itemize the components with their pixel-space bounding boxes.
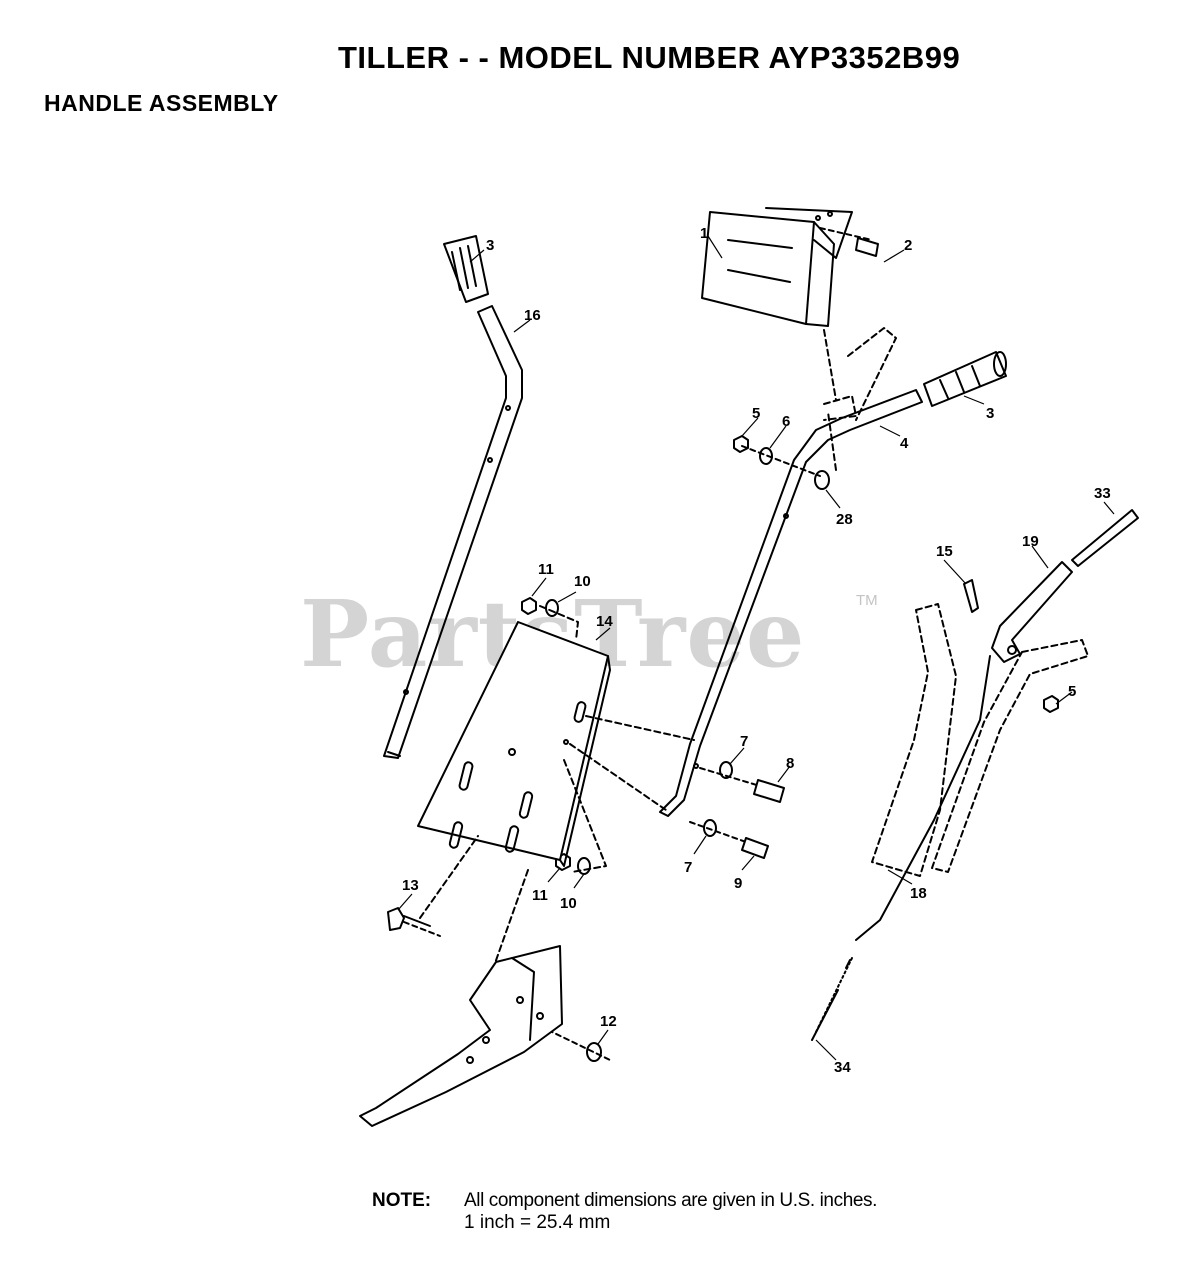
callout-11-lower: 11 <box>532 887 548 904</box>
hardware-washers <box>521 435 1059 1062</box>
callout-16: 16 <box>524 307 541 324</box>
left-handle-tube <box>383 305 523 759</box>
right-handle-grip <box>923 351 1007 407</box>
callout-12: 12 <box>600 1013 617 1030</box>
callout-18: 18 <box>910 885 927 902</box>
handle-ghost-outline <box>823 327 897 421</box>
right-handle-tube <box>659 389 923 817</box>
note-label: NOTE: <box>372 1190 432 1211</box>
handle-ghost-outline-right <box>871 603 1089 877</box>
page-title: TILLER - - MODEL NUMBER AYP3352B99 <box>338 40 961 75</box>
note-text-dimensions: All component dimensions are given in U.… <box>464 1190 878 1211</box>
note-text-conversion: 1 inch = 25.4 mm <box>464 1212 611 1233</box>
callout-11-upper: 11 <box>538 561 554 578</box>
callout-8: 8 <box>786 755 794 772</box>
callout-9: 9 <box>734 875 742 892</box>
callout-7-lower: 7 <box>684 859 692 876</box>
control-panel-bracket <box>701 207 853 327</box>
callout-7-upper: 7 <box>740 733 748 750</box>
callout-2: 2 <box>904 237 912 254</box>
callout-1: 1 <box>700 225 708 242</box>
callout-6: 6 <box>782 413 790 430</box>
callout-5-upper: 5 <box>752 405 760 422</box>
callout-10-lower: 10 <box>560 895 577 912</box>
trademark-mark: TM <box>856 592 878 609</box>
callout-13: 13 <box>402 877 419 894</box>
callout-15: 15 <box>936 543 953 560</box>
callout-3-right-grip: 3 <box>986 405 994 422</box>
left-handle-grip <box>443 235 489 303</box>
callout-5-lower: 5 <box>1068 683 1076 700</box>
callout-3-left-grip: 3 <box>486 237 494 254</box>
callout-10-upper: 10 <box>574 573 591 590</box>
callout-34: 34 <box>834 1059 851 1076</box>
tiller-mount-bracket <box>359 945 563 1127</box>
section-title: HANDLE ASSEMBLY <box>44 90 279 116</box>
callout-4: 4 <box>900 435 909 452</box>
mounting-plate <box>417 621 611 867</box>
shift-lever <box>991 561 1073 663</box>
callout-14: 14 <box>596 613 613 630</box>
callout-19: 19 <box>1022 533 1039 550</box>
callout-28: 28 <box>836 511 853 528</box>
callout-33: 33 <box>1094 485 1111 502</box>
